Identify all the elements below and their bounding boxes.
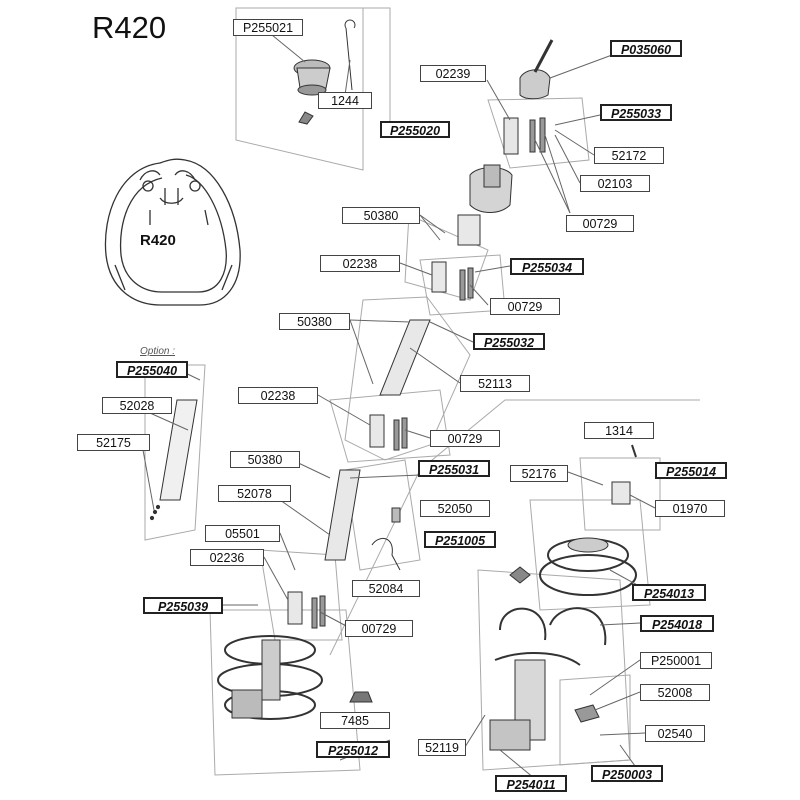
part-label-p255034: P255034: [510, 258, 584, 275]
part-label-50380-b: 50380: [279, 313, 350, 330]
part-label-00729-d: 00729: [345, 620, 413, 637]
part-label-52172: 52172: [594, 147, 664, 164]
part-label-1244: 1244: [318, 92, 372, 109]
part-label-00729-a: 00729: [566, 215, 634, 232]
part-label-05501: 05501: [205, 525, 280, 542]
part-label-52176: 52176: [510, 465, 568, 482]
part-label-p255040: P255040: [116, 361, 188, 378]
part-drawings: [149, 19, 637, 751]
part-label-p254013: P254013: [632, 584, 706, 601]
part-label-p250001: P250001: [640, 652, 712, 669]
part-label-52050: 52050: [420, 500, 490, 517]
part-label-p255033: P255033: [600, 104, 672, 121]
part-label-p255032: P255032: [473, 333, 545, 350]
part-label-02103: 02103: [580, 175, 650, 192]
part-label-02540: 02540: [645, 725, 705, 742]
profile-label: R420: [140, 232, 176, 249]
part-label-00729-c: 00729: [430, 430, 500, 447]
part-label-p255012: P255012: [316, 741, 390, 758]
part-label-1314: 1314: [584, 422, 654, 439]
part-label-52078: 52078: [218, 485, 291, 502]
part-label-52119: 52119: [418, 739, 466, 756]
part-label-02239: 02239: [420, 65, 486, 82]
part-label-50380-a: 50380: [342, 207, 420, 224]
leader-lines: [142, 34, 656, 784]
part-label-p251005: P251005: [424, 531, 496, 548]
diagram-title: R420: [92, 10, 167, 45]
part-label-p255031: P255031: [418, 460, 490, 477]
part-label-p255021: P255021: [233, 19, 303, 36]
part-label-p255014: P255014: [655, 462, 727, 479]
part-label-52084: 52084: [352, 580, 420, 597]
part-label-50380-c: 50380: [230, 451, 300, 468]
part-label-7485: 7485: [320, 712, 390, 729]
profile-cross-section: [104, 158, 241, 306]
part-label-p250003: P250003: [591, 765, 663, 782]
part-label-02236: 02236: [190, 549, 264, 566]
part-label-02238-b: 02238: [238, 387, 318, 404]
part-label-52113: 52113: [460, 375, 530, 392]
option-label: Option :: [140, 346, 176, 357]
part-label-00729-b: 00729: [490, 298, 560, 315]
part-label-02238-a: 02238: [320, 255, 400, 272]
part-label-p254018: P254018: [640, 615, 714, 632]
part-label-01970: 01970: [655, 500, 725, 517]
part-label-p035060: P035060: [610, 40, 682, 57]
part-label-p255020: P255020: [380, 121, 450, 138]
part-label-52175: 52175: [77, 434, 150, 451]
part-label-p255039: P255039: [143, 597, 223, 614]
part-label-52028: 52028: [102, 397, 172, 414]
part-label-52008: 52008: [640, 684, 710, 701]
part-label-p254011: P254011: [495, 775, 567, 792]
